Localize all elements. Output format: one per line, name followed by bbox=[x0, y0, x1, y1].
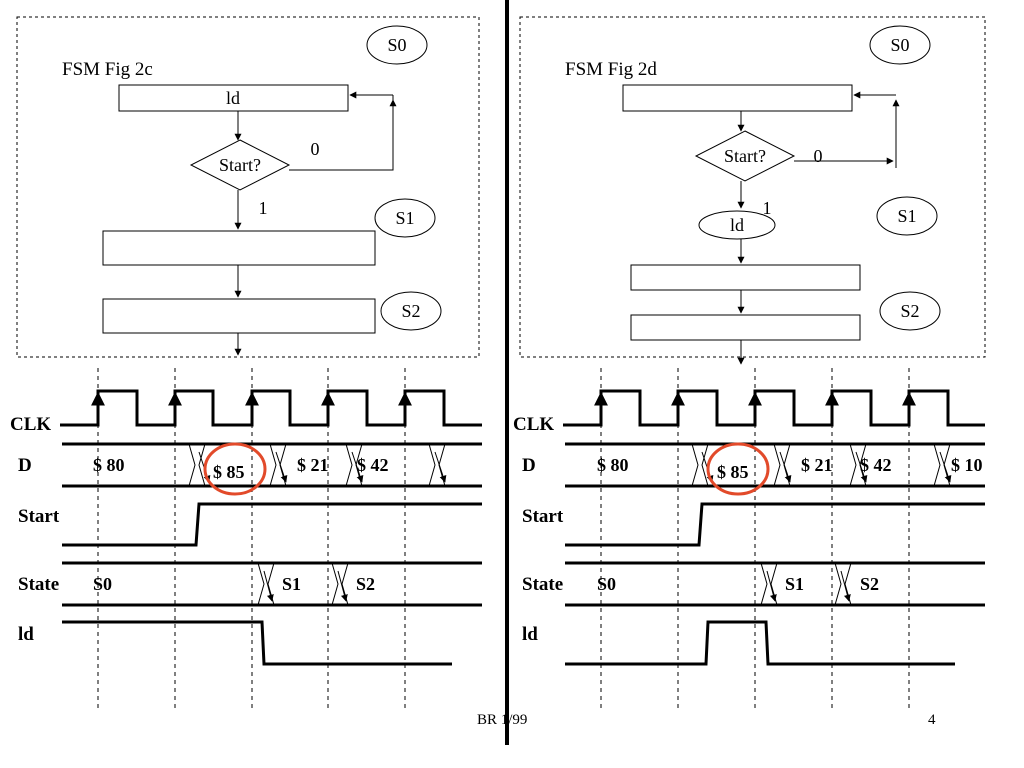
start-waveform bbox=[62, 502, 482, 547]
state-s2-oval bbox=[380, 291, 442, 331]
state-value: S1 bbox=[785, 574, 804, 594]
d-value: $ 80 bbox=[93, 455, 125, 475]
state-s0-oval bbox=[366, 25, 428, 65]
state-s0-label: S0 bbox=[387, 35, 406, 55]
state-bus bbox=[62, 561, 482, 607]
branch-one-label: 1 bbox=[763, 198, 772, 218]
signal-start-label: Start bbox=[522, 506, 564, 527]
decision-label: Start? bbox=[724, 146, 766, 166]
d-bus bbox=[62, 442, 482, 488]
branch-zero-label: 0 bbox=[814, 146, 823, 166]
state-value: S2 bbox=[860, 574, 879, 594]
signal-clk-label: CLK bbox=[10, 414, 51, 435]
state-s0-label: S0 bbox=[890, 35, 909, 55]
state-s0-oval bbox=[869, 25, 931, 65]
highlight-circle bbox=[203, 442, 267, 496]
panel-right: FSM Fig 2d S0 Start? 0 1 ld S1 S2 bbox=[513, 16, 986, 712]
state-value: S2 bbox=[356, 574, 375, 594]
ld-waveform bbox=[565, 620, 955, 666]
state-s2-label: S2 bbox=[401, 301, 420, 321]
state-value: S0 bbox=[93, 574, 112, 594]
ld-oval-label: ld bbox=[730, 215, 744, 235]
branch-one-label: 1 bbox=[259, 198, 268, 218]
state-s0-box-label: ld bbox=[226, 88, 240, 108]
state-s2-oval bbox=[879, 291, 941, 331]
state-s0-box bbox=[118, 84, 349, 112]
state-s1-box bbox=[102, 230, 376, 266]
highlight-circle bbox=[706, 442, 770, 496]
state-value: S0 bbox=[597, 574, 616, 594]
state-s2-label: S2 bbox=[900, 301, 919, 321]
state-value: S1 bbox=[282, 574, 301, 594]
state-s2-box bbox=[630, 314, 861, 341]
signal-clk-label: CLK bbox=[513, 414, 554, 435]
d-value: $ 21 bbox=[297, 455, 329, 475]
branch-zero-label: 0 bbox=[311, 139, 320, 159]
signal-d-label: D bbox=[522, 455, 536, 476]
state-s2-box bbox=[102, 298, 376, 334]
decision-label: Start? bbox=[219, 155, 261, 175]
fsm-title: FSM Fig 2c bbox=[62, 59, 153, 80]
footer-credit: BR 1/99 bbox=[477, 712, 527, 728]
signal-ld-label: ld bbox=[522, 624, 538, 645]
d-value: $ 85 bbox=[213, 462, 245, 482]
state-s1-label: S1 bbox=[897, 206, 916, 226]
page-number: 4 bbox=[928, 712, 936, 728]
signal-state-label: State bbox=[18, 574, 59, 595]
d-value: $ 42 bbox=[860, 455, 892, 475]
state-s1-oval bbox=[876, 196, 938, 236]
panel-left: FSM Fig 2c S0 ld Start? 0 1 S1 S2 bbox=[10, 16, 482, 712]
start-waveform bbox=[565, 502, 985, 547]
decision-diamond bbox=[694, 130, 796, 182]
signal-start-label: Start bbox=[18, 506, 60, 527]
d-bus bbox=[565, 442, 985, 488]
ld-oval bbox=[698, 210, 776, 240]
d-value: $ 10 bbox=[951, 455, 983, 475]
state-s1-oval bbox=[374, 198, 436, 238]
d-value: $ 21 bbox=[801, 455, 833, 475]
signal-d-label: D bbox=[18, 455, 32, 476]
signal-state-label: State bbox=[522, 574, 563, 595]
state-s1-label: S1 bbox=[395, 208, 414, 228]
ld-waveform bbox=[62, 620, 452, 666]
state-s1-box bbox=[630, 264, 861, 291]
state-s0-box bbox=[622, 84, 853, 112]
d-value: $ 42 bbox=[357, 455, 389, 475]
d-value: $ 85 bbox=[717, 462, 749, 482]
fsm-frame bbox=[16, 16, 480, 358]
clk-waveform bbox=[563, 389, 985, 427]
signal-ld-label: ld bbox=[18, 624, 34, 645]
state-bus bbox=[565, 561, 985, 607]
d-value: $ 80 bbox=[597, 455, 629, 475]
fsm-frame bbox=[519, 16, 986, 358]
clk-waveform bbox=[60, 389, 482, 427]
decision-diamond bbox=[189, 139, 291, 191]
fsm-title: FSM Fig 2d bbox=[565, 59, 657, 80]
